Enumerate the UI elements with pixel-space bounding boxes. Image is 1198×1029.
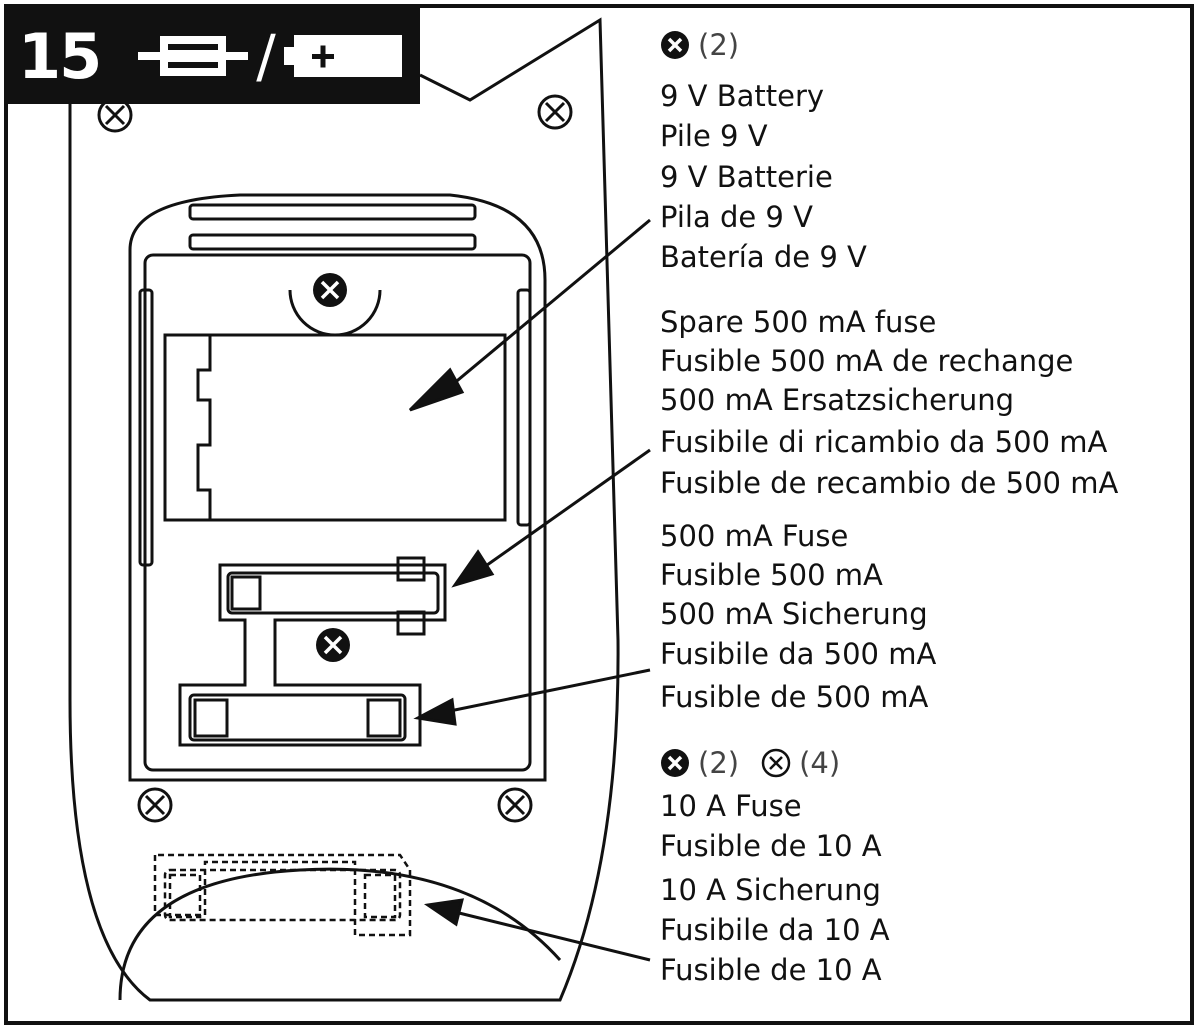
battery-label-fr: Pile 9 V	[660, 119, 768, 153]
fuse-10a-label-es: Fusible de 10 A	[660, 953, 882, 987]
compartment-outline	[128, 193, 547, 782]
fuse-10a-holder	[153, 853, 412, 937]
compartment-inner	[143, 253, 532, 772]
spare-fuse-body	[226, 571, 440, 615]
step-badge: 15 /	[8, 8, 420, 104]
case-outline	[68, 17, 620, 1002]
slot-top-2	[188, 233, 477, 251]
filled-screw-icon	[661, 749, 689, 777]
spare-fuse-label-fr: Fusible 500 mA de rechange	[660, 344, 1074, 378]
slot-left	[138, 288, 154, 567]
battery-terminal	[196, 335, 212, 520]
fuse-10a-arrowhead	[423, 898, 464, 927]
battery-arrowhead	[408, 367, 465, 412]
fuse-500-cap-right	[366, 698, 402, 738]
filled-screw-icon	[661, 31, 689, 59]
spare-fuse-clip-top	[396, 556, 426, 582]
outline-screw-icon	[137, 787, 173, 823]
outline-screw-icon	[537, 94, 573, 130]
fuse-500-leader-line	[444, 668, 651, 714]
fuse-500-arrowhead	[413, 697, 457, 726]
filled-screw-icon	[313, 273, 347, 307]
fuse-500-label-fr: Fusible 500 mA	[660, 558, 883, 592]
battery-label-de: 9 V Batterie	[660, 160, 833, 194]
fuse-icon	[138, 36, 249, 76]
spare-fuse-clip-bottom	[396, 610, 426, 636]
filled-screw-count: (2)	[698, 746, 740, 780]
spare-fuse-label-en: Spare 500 mA fuse	[660, 305, 937, 339]
header-separator: /	[256, 22, 276, 90]
case-base-curve	[118, 867, 562, 1001]
fuse-500-label-it: Fusibile da 500 mA	[660, 637, 937, 671]
battery-leader-line	[439, 218, 651, 397]
fuse-500-body	[188, 693, 407, 742]
fuse-10a-label-fr: Fusible de 10 A	[660, 829, 882, 863]
fuse-500-cap-left	[193, 698, 229, 738]
screw-count-row-2: (2) (4)	[660, 746, 840, 780]
outline-screw-icon	[497, 787, 533, 823]
spare-fuse-label-es: Fusible de recambio de 500 mA	[660, 466, 1119, 500]
battery-icon	[283, 35, 402, 77]
legend-column: (2) 9 V Battery Pile 9 V 9 V Batterie Pi…	[660, 0, 1190, 1029]
filled-screw-count: (2)	[698, 28, 740, 62]
spare-fuse-leader-line	[479, 448, 651, 572]
screw-count-row-1: (2)	[660, 28, 739, 62]
battery-label-en: 9 V Battery	[660, 79, 825, 113]
outline-screw-icon	[761, 748, 791, 778]
fuse-10a-label-de: 10 A Sicherung	[660, 873, 881, 907]
fuse-10a-label-it: Fusibile da 10 A	[660, 913, 890, 947]
battery-clip-arc	[288, 289, 382, 337]
outline-screw-icon	[97, 97, 133, 133]
fuse-10a-cap-left	[168, 873, 202, 919]
slot-top-1	[188, 203, 477, 221]
filled-screw-icon	[316, 628, 350, 662]
fuse-10a-cap-right	[363, 873, 397, 919]
fuse-500-label-en: 500 mA Fuse	[660, 519, 849, 553]
fuse-10a-body	[163, 868, 402, 922]
fuse-500-label-es: Fusible de 500 mA	[660, 680, 929, 714]
step-number: 15	[18, 19, 102, 93]
spare-fuse-arrowhead	[451, 549, 495, 588]
battery-label-es: Batería de 9 V	[660, 240, 867, 274]
fuse-500-label-de: 500 mA Sicherung	[660, 597, 928, 631]
battery-outline	[163, 333, 507, 522]
outline-screw-count: (4)	[799, 746, 841, 780]
spare-fuse-cap-left	[230, 575, 262, 611]
spare-fuse-label-de: 500 mA Ersatzsicherung	[660, 383, 1015, 417]
fuse-10a-leader-line	[454, 910, 651, 962]
fuse-10a-label-en: 10 A Fuse	[660, 789, 802, 823]
spare-fuse-label-it: Fusibile di ricambio da 500 mA	[660, 425, 1108, 459]
slot-right	[516, 288, 532, 527]
fuse-holder-plate	[178, 563, 447, 747]
battery-label-it: Pila de 9 V	[660, 200, 813, 234]
